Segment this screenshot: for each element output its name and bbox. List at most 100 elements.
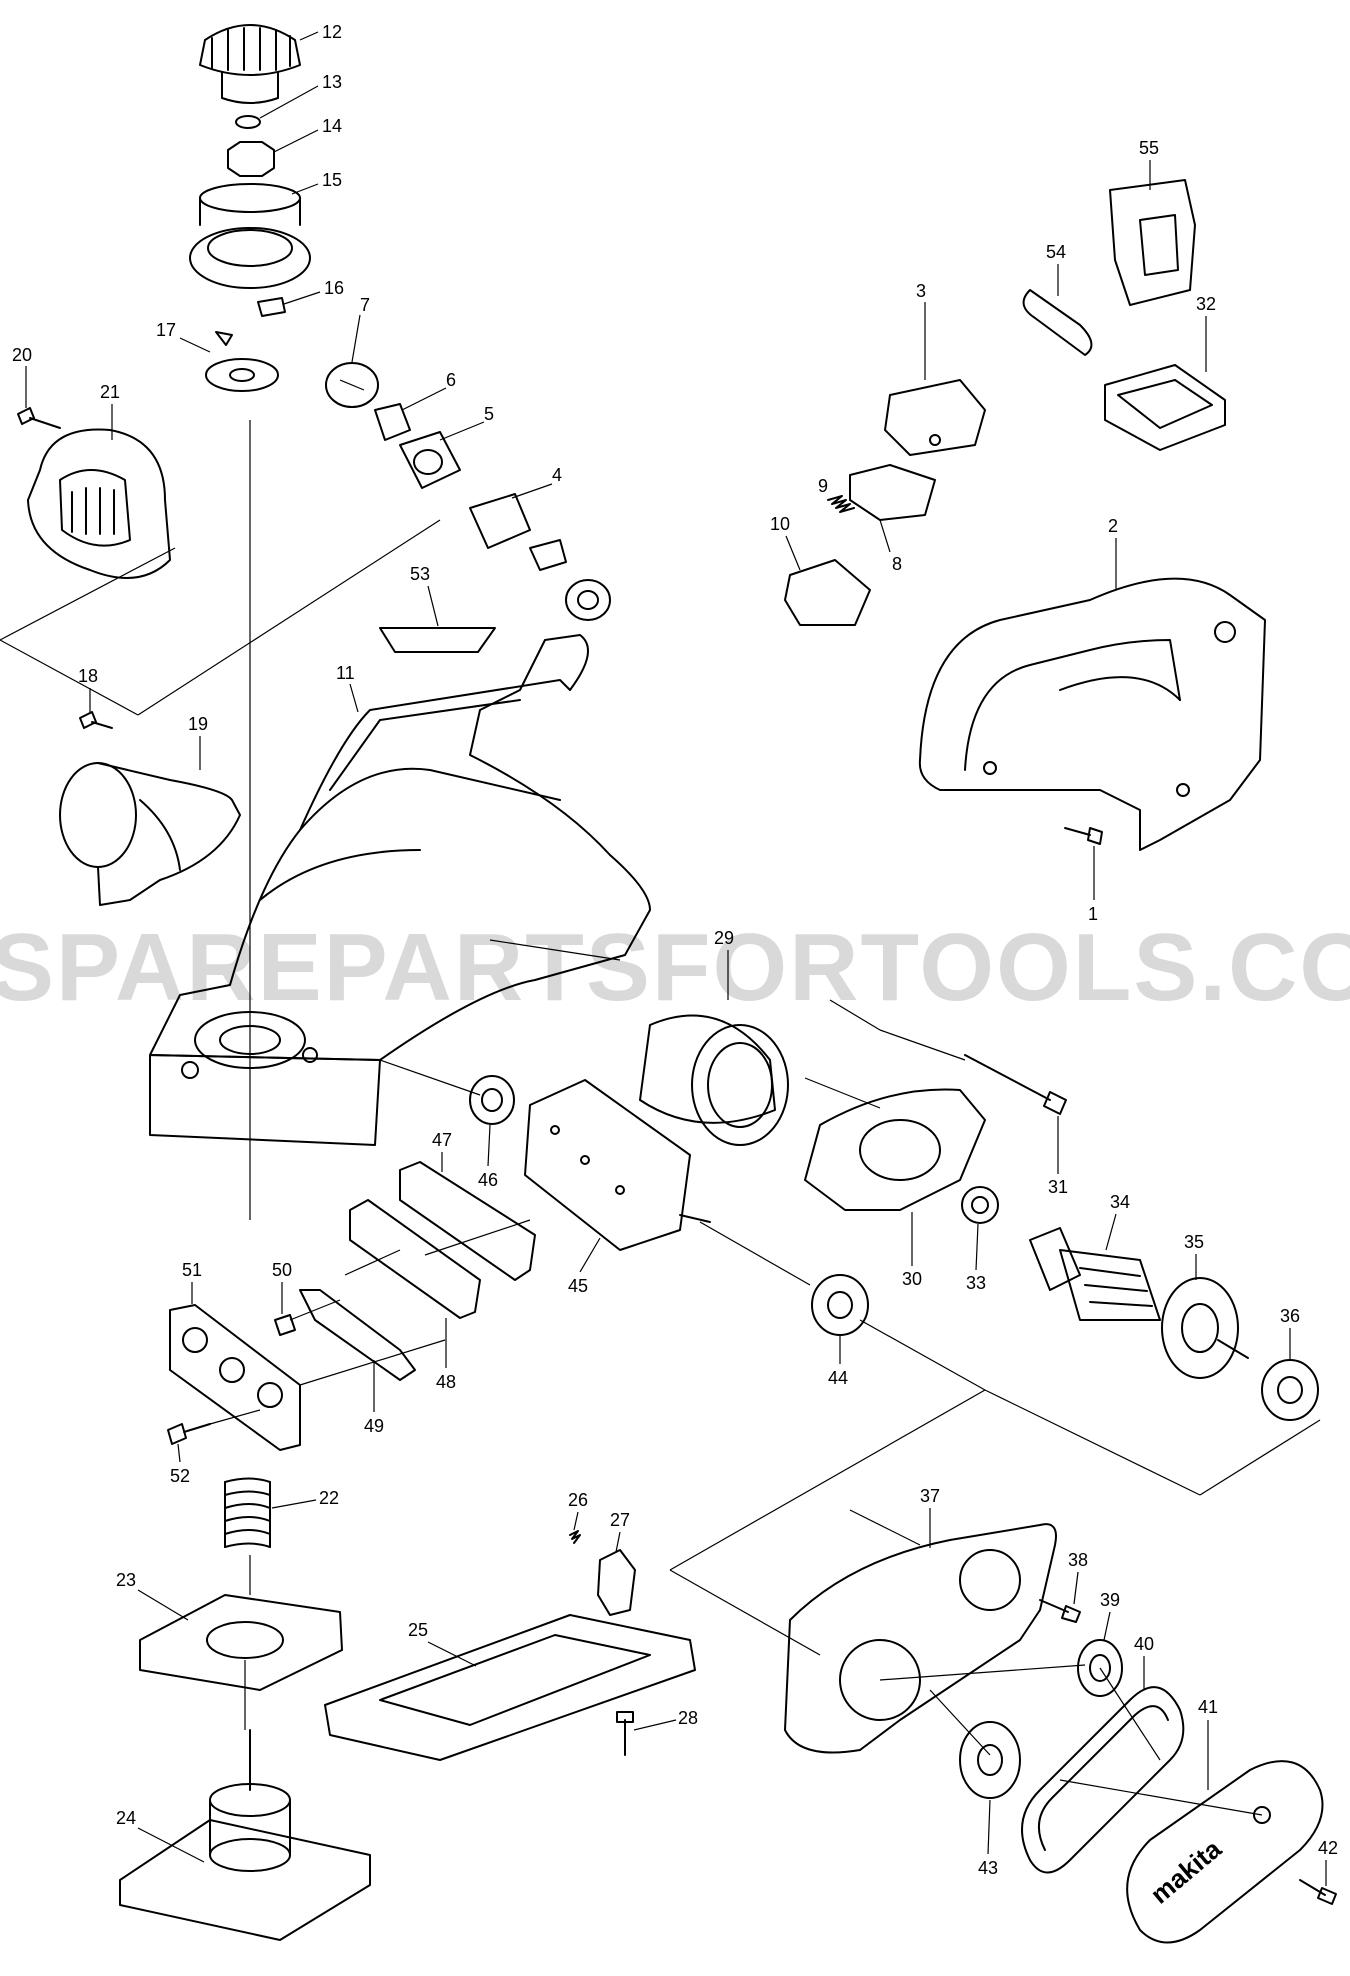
main-housing-part-11 bbox=[149, 634, 651, 1146]
callout-41: 41 bbox=[1198, 1697, 1218, 1717]
screw-part-28 bbox=[616, 1711, 634, 1756]
label-part-53 bbox=[379, 627, 496, 653]
callout-7: 7 bbox=[360, 295, 370, 315]
drive-belt-part-40 bbox=[1021, 1686, 1185, 1874]
callout-33: 33 bbox=[966, 1273, 986, 1293]
callout-27: 27 bbox=[610, 1510, 630, 1530]
callout-32: 32 bbox=[1196, 294, 1216, 314]
callout-25: 25 bbox=[408, 1620, 428, 1640]
callout-16: 16 bbox=[324, 278, 344, 298]
callout-55: 55 bbox=[1139, 138, 1159, 158]
cylinder-part-54 bbox=[1022, 289, 1093, 356]
callout-4: 4 bbox=[552, 465, 562, 485]
callout-22: 22 bbox=[319, 1488, 339, 1508]
bracket-part-27 bbox=[597, 1549, 636, 1616]
callout-1: 1 bbox=[1088, 904, 1098, 924]
base-part-24 bbox=[119, 1729, 371, 1941]
callout-46: 46 bbox=[478, 1170, 498, 1190]
callout-40: 40 bbox=[1134, 1634, 1154, 1654]
callout-labels: 12 13 14 15 16 17 20 21 7 6 5 4 53 11 18… bbox=[12, 22, 1338, 1886]
long-screw-part-31 bbox=[964, 1054, 1067, 1115]
callout-13: 13 bbox=[322, 72, 342, 92]
callout-3: 3 bbox=[916, 281, 926, 301]
battery-cover-part-32 bbox=[1104, 364, 1226, 451]
callout-53: 53 bbox=[410, 564, 430, 584]
switch-part-3 bbox=[884, 379, 986, 456]
callout-48: 48 bbox=[436, 1372, 456, 1392]
callout-51: 51 bbox=[182, 1260, 202, 1280]
carbon-brush-part-6 bbox=[374, 403, 411, 441]
callout-45: 45 bbox=[568, 1276, 588, 1296]
gear-washer-part-17 bbox=[205, 331, 279, 392]
callout-54: 54 bbox=[1046, 242, 1066, 262]
blade-part-48 bbox=[349, 1199, 481, 1319]
watermark: SPAREPARTSFORTOOLS.COM.AU bbox=[0, 914, 1350, 1021]
hex-nut-part-14 bbox=[227, 141, 275, 177]
callout-24: 24 bbox=[116, 1808, 136, 1828]
callout-5: 5 bbox=[484, 404, 494, 424]
drum-part-45 bbox=[524, 1079, 711, 1251]
guide-line-21 bbox=[0, 547, 176, 641]
bearing-part-33 bbox=[961, 1186, 999, 1224]
cover-part-19 bbox=[59, 762, 241, 906]
base-plate-part-25 bbox=[324, 1614, 696, 1761]
screw-part-50 bbox=[274, 1314, 296, 1336]
drum-cover-part-51 bbox=[169, 1304, 301, 1451]
callout-50: 50 bbox=[272, 1260, 292, 1280]
label-part-16 bbox=[257, 297, 286, 317]
spring-part-22 bbox=[224, 1477, 271, 1548]
motor-bracket-part-30 bbox=[804, 1088, 986, 1211]
callout-6: 6 bbox=[446, 370, 456, 390]
callout-28: 28 bbox=[678, 1708, 698, 1728]
depth-knob-part-12 bbox=[199, 24, 301, 104]
callout-12: 12 bbox=[322, 22, 342, 42]
plate-part-23 bbox=[139, 1594, 343, 1691]
bearing-part-36 bbox=[1261, 1359, 1319, 1421]
screw-part-18 bbox=[79, 711, 113, 729]
callout-14: 14 bbox=[322, 116, 342, 136]
callout-35: 35 bbox=[1184, 1232, 1204, 1252]
callout-21: 21 bbox=[100, 382, 120, 402]
fan-part-35 bbox=[1161, 1277, 1249, 1379]
brush-cap-part-7 bbox=[325, 362, 379, 408]
pulley-part-39 bbox=[1077, 1639, 1123, 1697]
screw-part-52 bbox=[167, 1423, 211, 1445]
callout-31: 31 bbox=[1048, 1177, 1068, 1197]
brush-holder-part-5 bbox=[399, 431, 461, 489]
depth-ring-part-15 bbox=[189, 183, 311, 289]
callout-36: 36 bbox=[1280, 1306, 1300, 1326]
screw-part-42 bbox=[1299, 1879, 1337, 1905]
callout-38: 38 bbox=[1068, 1550, 1088, 1570]
callout-8: 8 bbox=[892, 554, 902, 574]
callout-9: 9 bbox=[818, 476, 828, 496]
spring-part-26 bbox=[569, 1530, 581, 1544]
lock-lever-part-10 bbox=[784, 559, 871, 626]
makita-logo: makita bbox=[1145, 1833, 1228, 1909]
callout-30: 30 bbox=[902, 1269, 922, 1289]
handle-cover-part-2 bbox=[918, 577, 1266, 851]
callout-39: 39 bbox=[1100, 1590, 1120, 1610]
belt-cover-part-41: makita bbox=[1126, 1760, 1324, 1944]
spring-part-9 bbox=[827, 495, 855, 513]
callout-20: 20 bbox=[12, 345, 32, 365]
callout-18: 18 bbox=[78, 666, 98, 686]
housing-cover-part-21 bbox=[27, 428, 171, 579]
callout-43: 43 bbox=[978, 1858, 998, 1878]
blade-part-47 bbox=[399, 1161, 536, 1281]
switch-lever-part-8 bbox=[849, 464, 936, 521]
screw-part-38 bbox=[1039, 1599, 1081, 1623]
guide-line-4 bbox=[137, 519, 441, 716]
callout-37: 37 bbox=[920, 1486, 940, 1506]
callout-29: 29 bbox=[714, 928, 734, 948]
screw-part-1 bbox=[1064, 827, 1103, 845]
callout-49: 49 bbox=[364, 1416, 384, 1436]
callout-15: 15 bbox=[322, 170, 342, 190]
callout-11: 11 bbox=[336, 663, 355, 683]
brush-holder-part-4 bbox=[469, 493, 611, 621]
screw-part-20 bbox=[17, 407, 61, 429]
guide-lines bbox=[209, 939, 1321, 1816]
pulley-part-43 bbox=[959, 1721, 1021, 1799]
callout-34: 34 bbox=[1110, 1192, 1130, 1212]
washer-part-13 bbox=[235, 115, 261, 129]
